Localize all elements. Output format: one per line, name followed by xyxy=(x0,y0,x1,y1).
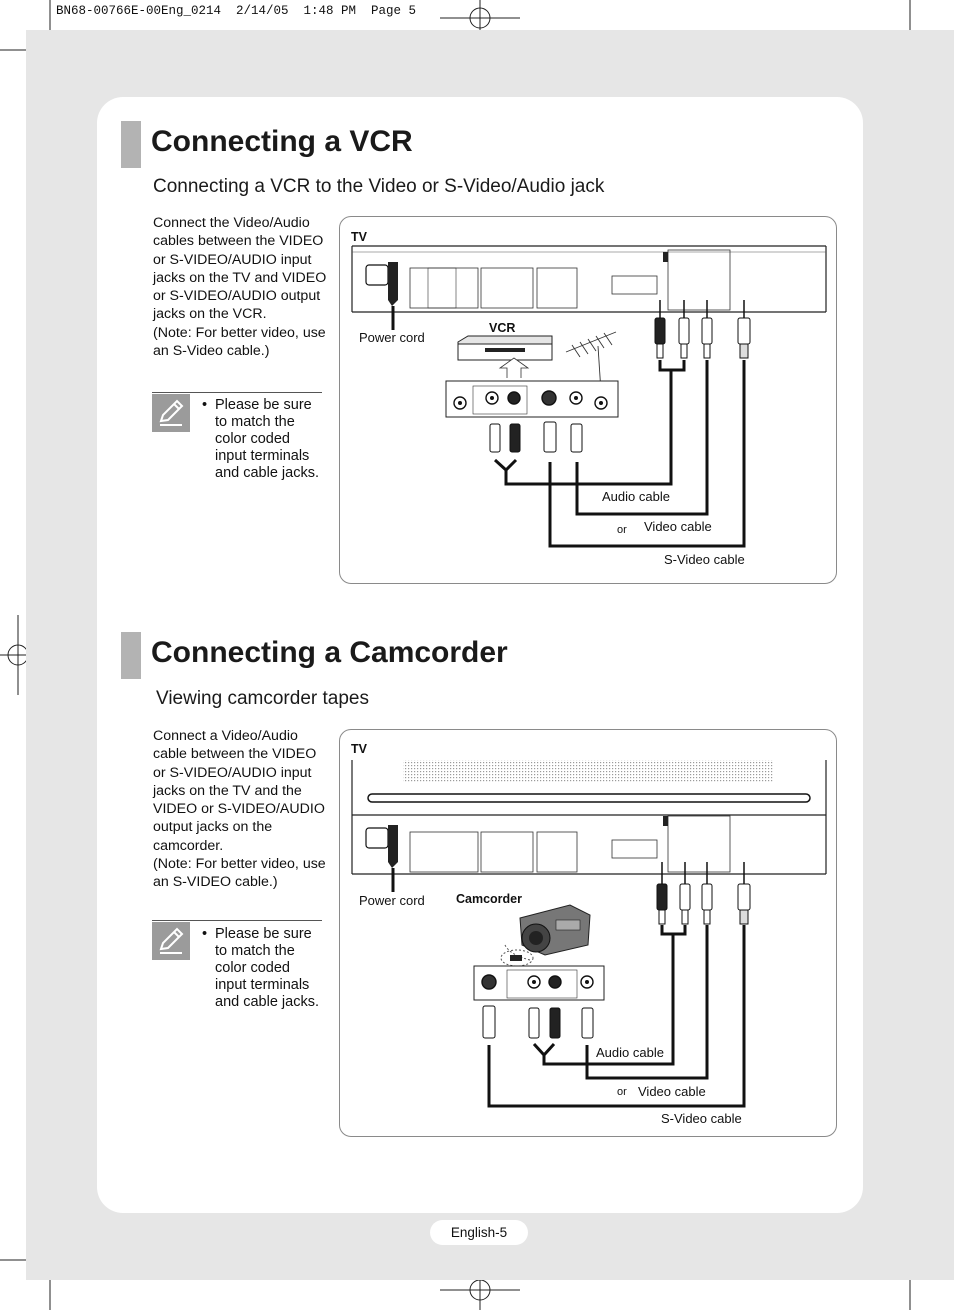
note-divider xyxy=(152,920,322,921)
tv-label: TV xyxy=(351,742,367,756)
audio-cable-label: Audio cable xyxy=(596,1045,664,1060)
power-cord-label: Power cord xyxy=(359,330,425,345)
svideo-cable-label: S-Video cable xyxy=(664,552,745,567)
camcorder-terminal-board xyxy=(473,965,605,1001)
page-number: English-5 xyxy=(430,1220,528,1245)
video-cable-label: Video cable xyxy=(638,1084,706,1099)
page-title: Connecting a VCR xyxy=(151,125,413,158)
camcorder-label: Camcorder xyxy=(456,892,522,906)
power-cord xyxy=(365,262,398,330)
note-divider xyxy=(152,392,322,393)
camcorder-device xyxy=(500,904,591,967)
tv-rear-panel xyxy=(351,245,827,313)
vcr-label: VCR xyxy=(489,321,516,335)
power-cord-label: Power cord xyxy=(359,893,425,908)
section-title: Connecting a Camcorder xyxy=(151,636,508,669)
section-subtitle: Connecting a VCR to the Video or S-Video… xyxy=(153,176,605,197)
note-text: •Please be sure to match the color coded… xyxy=(202,397,319,481)
audio-cable-label: Audio cable xyxy=(602,489,670,504)
print-header: BN68-00766E-00Eng_0214 2/14/05 1:48 PM P… xyxy=(56,4,417,18)
note-text: •Please be sure to match the color coded… xyxy=(202,926,319,1010)
title-accent-bar xyxy=(121,632,141,679)
note-pencil-icon xyxy=(152,922,190,960)
vcr-terminal-board xyxy=(445,380,619,418)
note-pencil-icon xyxy=(152,394,190,432)
tv-label: TV xyxy=(351,230,367,244)
tv-side-plugs xyxy=(654,300,751,359)
section-subtitle: Viewing camcorder tapes xyxy=(156,688,369,709)
power-cord xyxy=(365,825,398,892)
or-label: or xyxy=(617,1086,627,1098)
or-label: or xyxy=(617,524,627,536)
vcr-side-plugs xyxy=(489,421,583,453)
video-cable-label: Video cable xyxy=(644,519,712,534)
tv-body xyxy=(351,760,827,875)
tv-side-plugs xyxy=(656,862,751,925)
vcr-device xyxy=(457,335,553,378)
svideo-cable-label: S-Video cable xyxy=(661,1111,742,1126)
title-accent-bar xyxy=(121,121,141,168)
vcr-cables xyxy=(493,360,746,548)
camcorder-cables xyxy=(487,925,746,1108)
camcorder-side-plugs xyxy=(482,1005,594,1039)
